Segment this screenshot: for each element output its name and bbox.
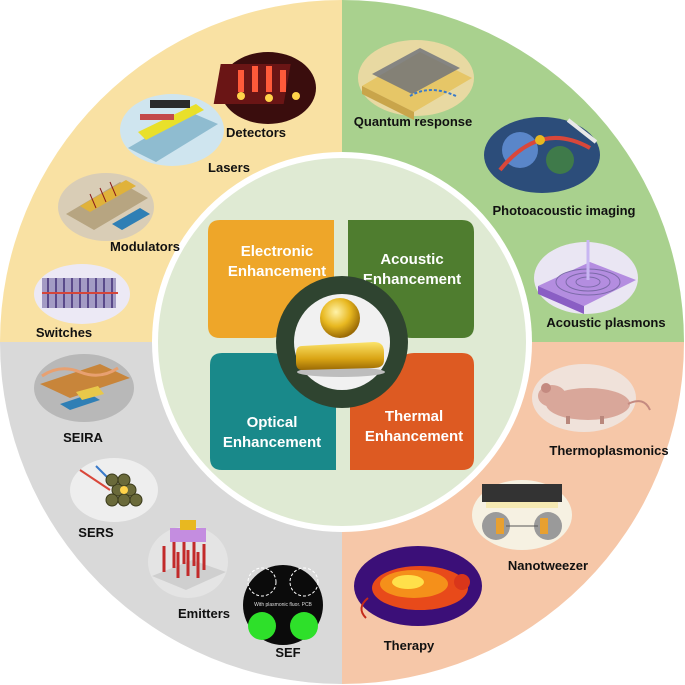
optical-label-line2: Enhancement: [223, 434, 321, 451]
label-photoacoustic-imaging: Photoacoustic imaging: [492, 203, 635, 218]
photoacoustic-imaging-inset: [484, 117, 600, 193]
acoustic-label-line1: Acoustic: [380, 251, 443, 268]
label-acoustic-plasmons: Acoustic plasmons: [546, 315, 665, 330]
emitters-inset: [148, 520, 228, 598]
thermal-label-line1: Thermal: [385, 408, 443, 425]
label-therapy: Therapy: [384, 638, 435, 653]
central-nanoparticles: [276, 276, 408, 408]
gold-nanosphere: [320, 298, 360, 338]
thermoplasmonics-inset: [532, 364, 651, 432]
switches-inset: [34, 264, 130, 324]
detectors-inset: [213, 52, 316, 124]
label-switches: Switches: [36, 325, 92, 340]
modulators-inset: [58, 173, 154, 241]
therapy-inset: [354, 546, 482, 626]
sef-inset-caption: With plasmonic fluor. PCB: [254, 602, 312, 608]
acoustic-plasmons-inset: [534, 240, 638, 314]
seira-inset: [34, 354, 134, 422]
optical-label-line1: Optical: [247, 414, 298, 431]
label-lasers: Lasers: [208, 160, 250, 175]
sers-inset: [70, 458, 158, 522]
electronic-label-line2: Enhancement: [228, 263, 326, 280]
label-modulators: Modulators: [110, 239, 180, 254]
lasers-inset: [120, 94, 224, 166]
sef-inset: With plasmonic fluor. PCB: [243, 565, 323, 645]
label-sers: SERS: [78, 525, 114, 540]
label-nanotweezer: Nanotweezer: [508, 558, 588, 573]
acoustic-label-line2: Enhancement: [363, 271, 461, 288]
label-emitters: Emitters: [178, 606, 230, 621]
electronic-label-line1: Electronic: [241, 243, 314, 260]
gold-nanorod: [296, 342, 384, 370]
quantum-response-inset: [358, 40, 474, 120]
label-sef: SEF: [275, 645, 300, 660]
label-seira: SEIRA: [63, 430, 103, 445]
nanotweezer-inset: [472, 480, 572, 550]
label-detectors: Detectors: [226, 125, 286, 140]
thermal-label-line2: Enhancement: [365, 428, 463, 445]
label-quantum-response: Quantum response: [354, 114, 472, 129]
label-thermoplasmonics: Thermoplasmonics: [549, 443, 668, 458]
